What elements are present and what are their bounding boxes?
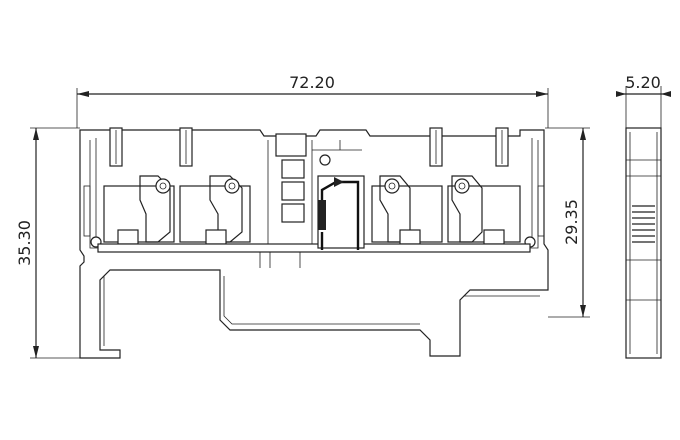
side-view-grip-lines [632,205,655,243]
dimension-side-width: 5.20 [616,73,671,128]
centre-component-circuit [317,175,365,250]
dimension-total-height: 35.30 [15,127,80,359]
terminal-block-front-view [79,127,549,359]
dimension-total-width: 72.20 [76,73,549,128]
terminal-block-side-view [625,127,662,359]
dimension-total-width-label: 72.20 [289,73,335,92]
dimension-side-width-label: 5.20 [625,73,661,92]
dimension-inner-height-label: 29.35 [562,199,581,245]
dimension-inner-height: 29.35 [545,127,590,318]
dimension-total-height-label: 35.30 [15,220,34,266]
